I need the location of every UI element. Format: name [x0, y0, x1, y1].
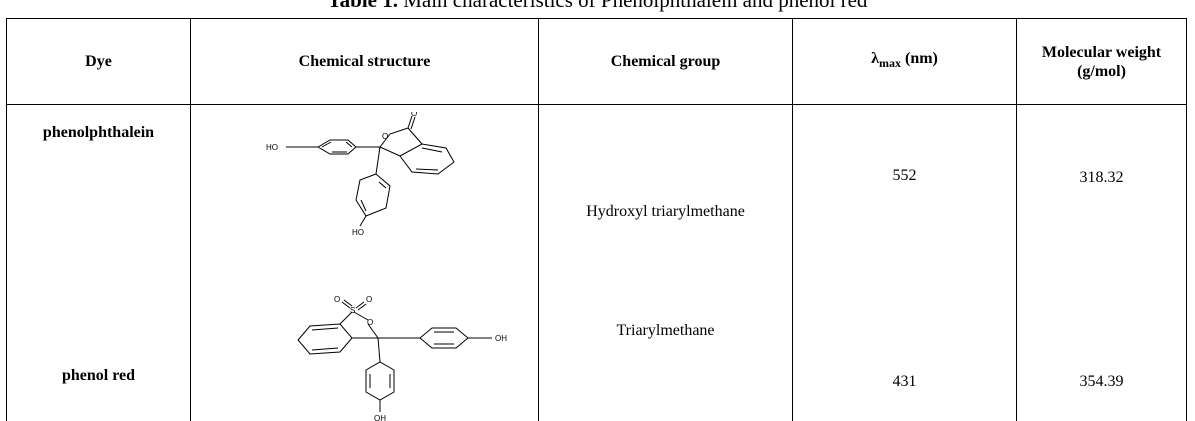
- header-lambda-max: λmax (nm): [793, 19, 1016, 104]
- row-1-dye: phenolphthalein: [7, 112, 190, 152]
- row-1-lambda: 552: [793, 160, 1016, 190]
- row-2-group: Triarylmethane: [539, 315, 792, 345]
- phenol-red-label-o-ring: O: [367, 318, 373, 327]
- column-divider-2: [538, 18, 539, 421]
- phenol-red-label-o-right: O: [366, 295, 372, 304]
- lambda-subscript: max: [878, 56, 901, 71]
- header-dye-text: Dye: [85, 53, 112, 70]
- row-1-dye-text: phenolphthalein: [42, 123, 155, 141]
- column-divider-1: [190, 18, 191, 421]
- phenol-red-label-oh-bottom: OH: [374, 414, 386, 421]
- table-caption-text: Main characteristics of Phenolphthalein …: [397, 0, 868, 12]
- header-dye: Dye: [7, 19, 190, 104]
- row-1-group: Hydroxyl triarylmethane: [539, 195, 792, 227]
- header-molecular-weight: Molecular weight (g/mol): [1017, 19, 1186, 104]
- phenolphthalein-label-ho-left: HO: [266, 143, 278, 152]
- row-2-lambda-text: 431: [892, 372, 917, 390]
- header-mw-text: Molecular weight (g/mol): [1041, 43, 1162, 80]
- header-group-text: Chemical group: [610, 53, 721, 70]
- phenol-red-label-o-left: O: [334, 295, 340, 304]
- table-right-border: [1186, 18, 1187, 421]
- row-2-lambda: 431: [793, 366, 1016, 396]
- phenolphthalein-label-o-carbonyl: O: [411, 112, 417, 118]
- phenolphthalein-label-ho-bottom: HO: [352, 228, 364, 237]
- column-divider-3: [792, 18, 793, 421]
- table-caption-label: Table 1.: [327, 0, 398, 12]
- phenol-red-structure-icon: S O O O OH OH: [290, 288, 530, 421]
- header-structure: Chemical structure: [191, 19, 538, 104]
- row-1-group-text: Hydroxyl triarylmethane: [586, 202, 745, 220]
- column-divider-4: [1016, 18, 1017, 421]
- row-2-mw-text: 354.39: [1079, 372, 1124, 390]
- row-1-mw: 318.32: [1017, 162, 1186, 192]
- row-2-dye: phenol red: [7, 360, 190, 390]
- lambda-symbol: λ: [871, 50, 879, 68]
- header-bottom-border: [6, 104, 1187, 105]
- table-top-border: [6, 18, 1187, 19]
- phenolphthalein-structure-icon: HO O O HO: [262, 112, 502, 242]
- header-structure-text: Chemical structure: [298, 53, 431, 70]
- row-2-group-text: Triarylmethane: [616, 321, 715, 339]
- row-1-lambda-text: 552: [892, 166, 917, 184]
- lambda-unit: (nm): [900, 50, 938, 68]
- header-group: Chemical group: [539, 19, 792, 104]
- phenolphthalein-label-o-ring: O: [382, 132, 388, 141]
- row-2-dye-text: phenol red: [61, 366, 136, 384]
- phenol-red-label-oh-right: OH: [495, 334, 507, 343]
- row-2-mw: 354.39: [1017, 366, 1186, 396]
- row-1-mw-text: 318.32: [1079, 168, 1124, 186]
- table-left-border: [6, 18, 7, 421]
- header-lambda-text: λmax (nm): [871, 49, 938, 73]
- phenol-red-label-s: S: [350, 306, 355, 315]
- table-caption: Table 1. Main characteristics of Phenolp…: [0, 0, 1195, 11]
